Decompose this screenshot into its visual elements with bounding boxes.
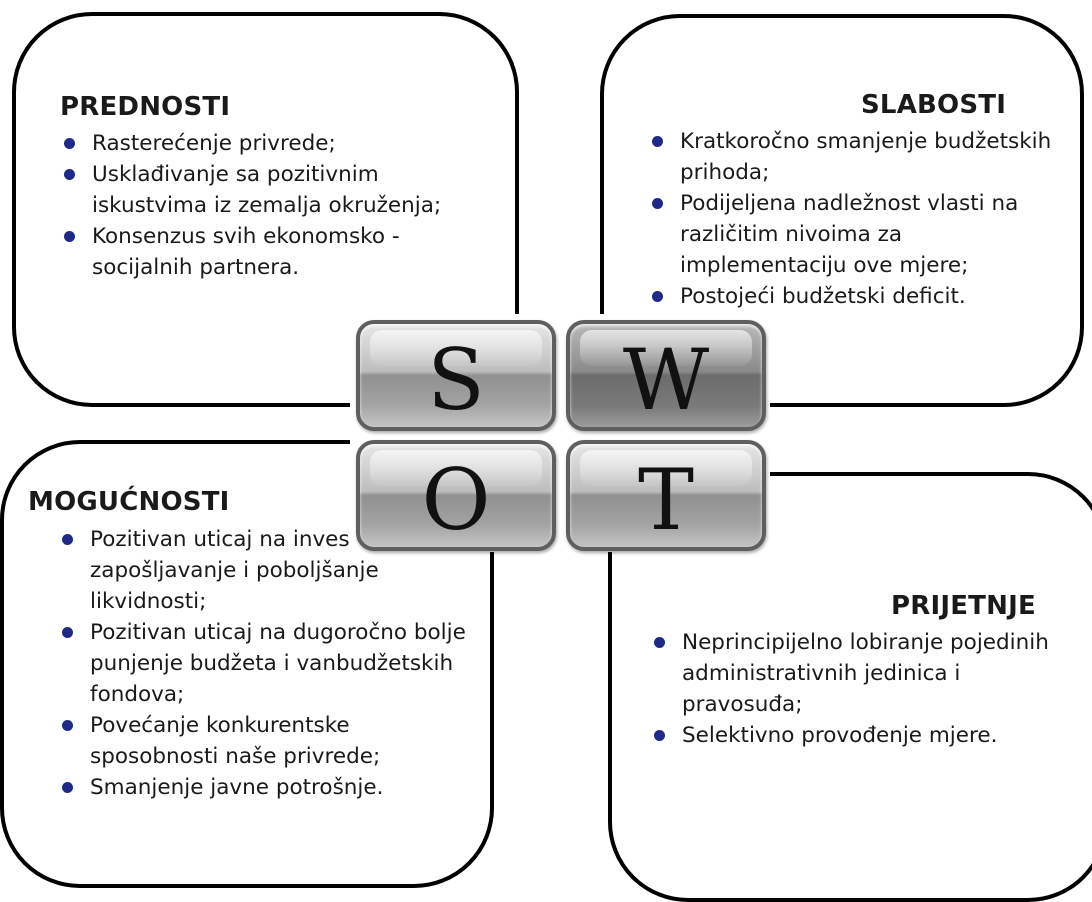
threats-title: PRIJETNJE — [891, 591, 1036, 621]
swot-letter-o: O — [421, 451, 491, 549]
opportunities-item: Smanjenje javne potrošnje. — [58, 772, 478, 803]
swot-letter-w: W — [622, 331, 710, 429]
strengths-item: Usklađivanje sa pozitivnim iskustvima iz… — [60, 159, 490, 221]
weaknesses-item: Podijeljena nadležnost vlasti na različi… — [648, 188, 1068, 281]
swot-tile-s: S — [356, 320, 556, 431]
opportunities-item: Povećanje konkurentske sposobnosti naše … — [58, 710, 478, 772]
strengths-box: PREDNOSTI Rasterećenje privrede; Usklađi… — [12, 12, 519, 407]
opportunities-item: Pozitivan uticaj na dugoročno bolje punj… — [58, 617, 478, 710]
strengths-list: Rasterećenje privrede; Usklađivanje sa p… — [60, 128, 490, 283]
weaknesses-title: SLABOSTI — [861, 90, 1007, 120]
swot-tiles: S W O T — [350, 314, 770, 552]
weaknesses-item: Postojeći budžetski deficit. — [648, 281, 1068, 312]
swot-tile-o: O — [356, 440, 556, 551]
threats-item: Selektivno provođenje mjere. — [650, 720, 1070, 751]
opportunities-list: Pozitivan uticaj na investicije, zapošlj… — [58, 524, 478, 803]
strengths-item: Konsenzus svih ekonomsko - socijalnih pa… — [60, 221, 490, 283]
threats-item: Neprincipijelno lobiranje pojedinih admi… — [650, 627, 1070, 720]
weaknesses-item: Kratkoročno smanjenje budžetskih prihoda… — [648, 126, 1068, 188]
weaknesses-list: Kratkoročno smanjenje budžetskih prihoda… — [648, 126, 1068, 312]
swot-letter-t: T — [637, 451, 695, 549]
opportunities-title: MOGUĆNOSTI — [28, 487, 230, 517]
strengths-item: Rasterećenje privrede; — [60, 128, 490, 159]
threats-list: Neprincipijelno lobiranje pojedinih admi… — [650, 627, 1070, 751]
swot-tile-t: T — [566, 440, 766, 551]
threats-box: PRIJETNJE Neprincipijelno lobiranje poje… — [608, 472, 1092, 902]
swot-tile-w: W — [566, 320, 766, 431]
swot-letter-s: S — [427, 331, 485, 429]
strengths-title: PREDNOSTI — [60, 92, 231, 122]
